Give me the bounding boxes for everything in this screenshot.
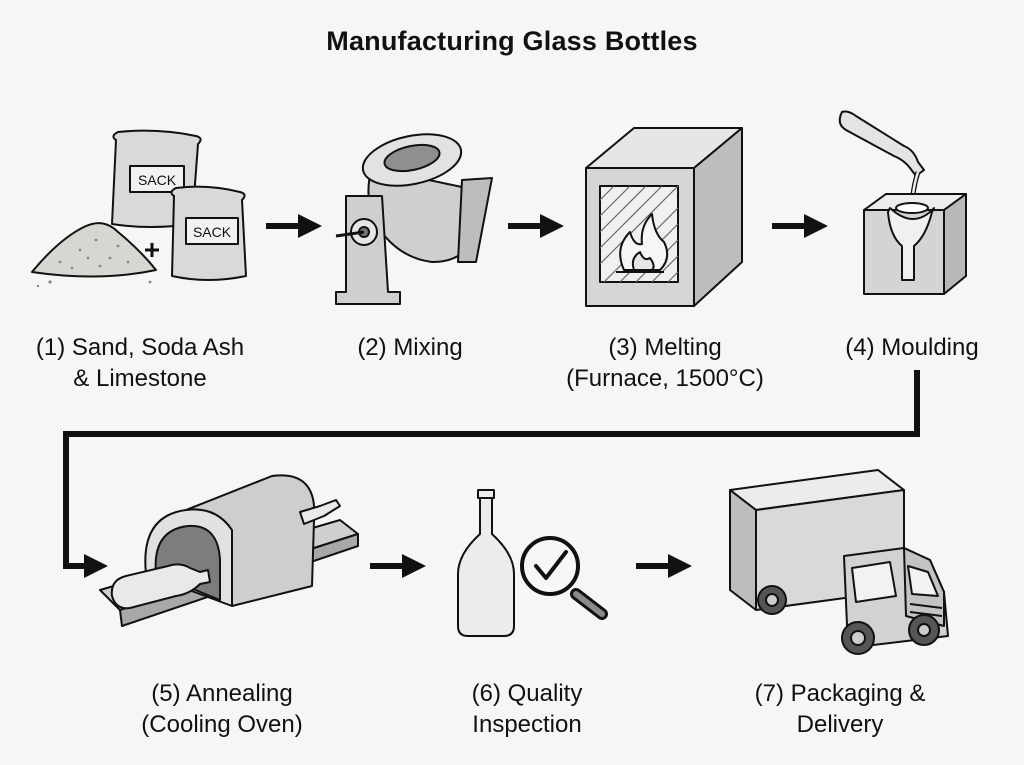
step-label-7: (7) Packaging &Delivery — [754, 680, 926, 738]
sand-and-sacks-icon: SACK SACK — [31, 129, 247, 288]
delivery-truck-icon — [729, 469, 949, 655]
step-label-3: (3) Melting(Furnace, 1500°C) — [566, 334, 764, 392]
diagram-title: Manufacturing Glass Bottles — [326, 26, 698, 56]
step-label-5: (5) Annealing(Cooling Oven) — [141, 680, 303, 738]
mould-icon — [838, 110, 967, 295]
step-label-2: (2) Mixing — [357, 334, 463, 361]
sack-label-front: SACK — [193, 224, 232, 240]
bottle-inspection-icon — [457, 489, 608, 637]
sack-label-back: SACK — [138, 172, 177, 188]
step-label-4: (4) Moulding — [845, 334, 979, 361]
furnace-icon — [585, 127, 743, 307]
step-label-1: (1) Sand, Soda Ash& Limestone — [35, 334, 245, 392]
annealing-oven-icon — [99, 474, 359, 627]
connector-4-5 — [63, 370, 920, 578]
mixer-icon — [335, 133, 493, 305]
